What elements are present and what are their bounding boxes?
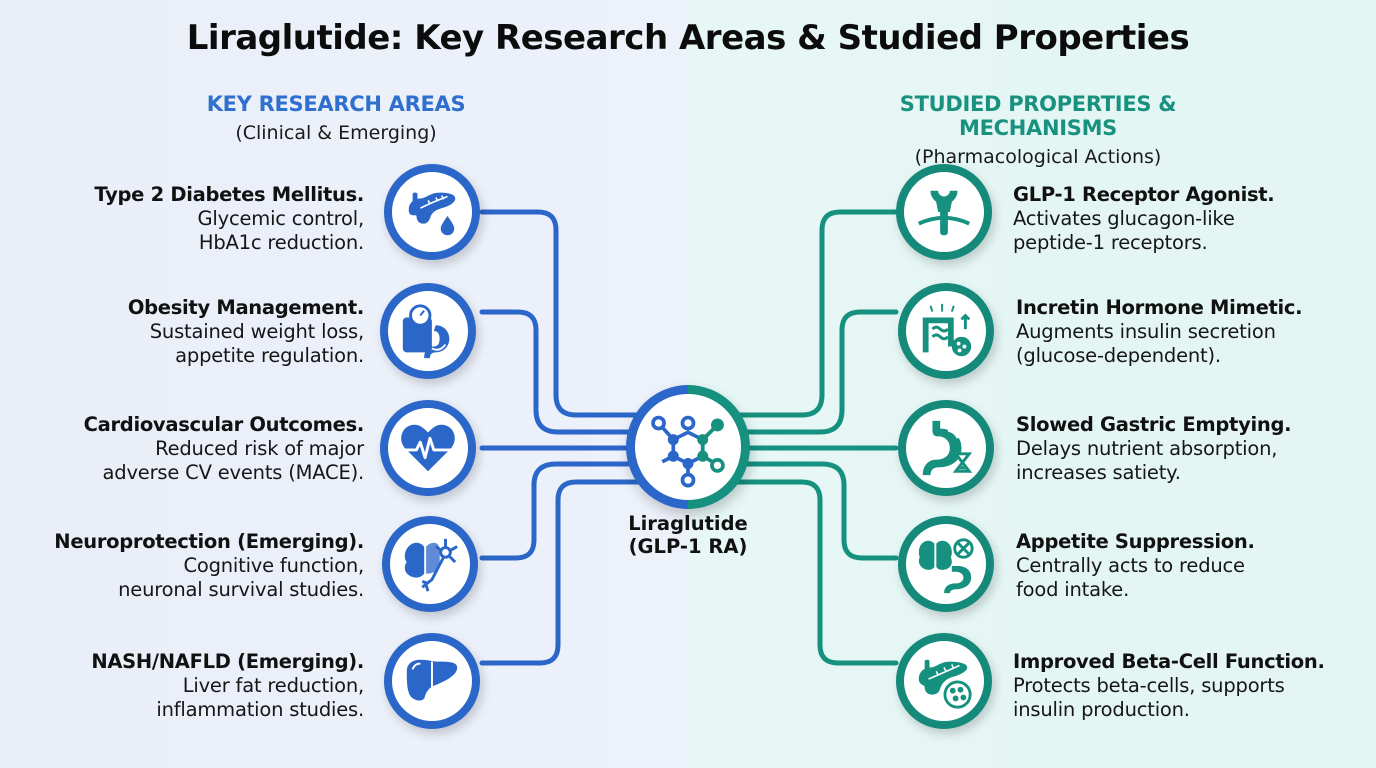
item-desc: insulin production. — [1013, 697, 1190, 721]
intestine-insulin-icon — [898, 283, 994, 379]
item-desc: Cognitive function, — [183, 553, 364, 577]
item-desc: appetite regulation. — [175, 343, 364, 367]
item-desc: Augments insulin secretion — [1016, 319, 1276, 343]
left-section-heading: KEY RESEARCH AREAS — [206, 92, 466, 116]
item-desc: Sustained weight loss, — [149, 319, 364, 343]
receptor-icon — [896, 164, 992, 260]
item-title: Neuroprotection (Emerging). — [54, 530, 364, 553]
item-desc: (glucose-dependent). — [1016, 343, 1221, 367]
heart-pulse-icon — [380, 400, 476, 496]
item-desc: inflammation studies. — [156, 697, 364, 721]
item-desc: Delays nutrient absorption, — [1016, 436, 1278, 460]
item-desc: neuronal survival studies. — [118, 577, 364, 601]
property-item: Slowed Gastric Emptying. Delays nutrient… — [1016, 413, 1356, 484]
item-title: Slowed Gastric Emptying. — [1016, 413, 1292, 436]
item-desc: peptide-1 receptors. — [1013, 230, 1208, 254]
property-item: Appetite Suppression. Centrally acts to … — [1016, 530, 1356, 601]
page-title: Liraglutide: Key Research Areas & Studie… — [186, 18, 1190, 58]
item-title: Cardiovascular Outcomes. — [83, 413, 365, 436]
item-desc: Glycemic control, — [197, 206, 364, 230]
item-desc: Liver fat reduction, — [182, 673, 364, 697]
research-area-item: Neuroprotection (Emerging). Cognitive fu… — [24, 530, 364, 601]
item-title: Appetite Suppression. — [1016, 530, 1255, 553]
item-title: Obesity Management. — [127, 296, 364, 319]
item-desc: Protects beta-cells, supports — [1013, 673, 1285, 697]
center-label-class: (GLP-1 RA) — [628, 535, 748, 559]
connector-left-1 — [479, 209, 643, 418]
property-item: GLP-1 Receptor Agonist. Activates glucag… — [1013, 183, 1353, 254]
connector-right-4 — [739, 461, 899, 561]
pancreas-cells-icon — [896, 633, 992, 729]
brain-stomach-icon — [898, 516, 994, 612]
scale-stomach-icon — [380, 283, 476, 379]
center-label: Liraglutide (GLP-1 RA) — [588, 512, 788, 559]
right-section-header: STUDIED PROPERTIES & MECHANISMS (Pharmac… — [828, 92, 1248, 168]
stomach-hourglass-icon — [898, 400, 994, 496]
pancreas-drop-icon — [384, 164, 480, 260]
item-desc: increases satiety. — [1016, 460, 1181, 484]
research-area-item: Type 2 Diabetes Mellitus. Glycemic contr… — [24, 183, 364, 254]
item-desc: HbA1c reduction. — [198, 230, 364, 254]
item-title: Type 2 Diabetes Mellitus. — [94, 183, 364, 206]
research-area-item: Cardiovascular Outcomes. Reduced risk of… — [24, 413, 365, 484]
item-title: Incretin Hormone Mimetic. — [1016, 296, 1303, 319]
right-section-heading: STUDIED PROPERTIES & MECHANISMS — [899, 92, 1177, 140]
item-title: NASH/NAFLD (Emerging). — [91, 650, 364, 673]
property-item: Incretin Hormone Mimetic. Augments insul… — [1016, 296, 1356, 367]
item-desc: adverse CV events (MACE). — [102, 460, 365, 484]
item-desc: food intake. — [1016, 577, 1130, 601]
molecule-icon — [626, 385, 750, 509]
right-section-subheading: (Pharmacological Actions) — [914, 146, 1162, 168]
brain-neuron-icon — [382, 516, 478, 612]
liver-icon — [384, 633, 480, 729]
connector-right-5 — [733, 479, 899, 666]
center-label-name: Liraglutide — [628, 512, 748, 535]
item-desc: Centrally acts to reduce — [1016, 553, 1245, 577]
connector-left-4 — [479, 461, 639, 561]
left-section-header: KEY RESEARCH AREAS (Clinical & Emerging) — [126, 92, 546, 144]
connector-left-5 — [479, 479, 645, 666]
connector-right-2 — [739, 309, 899, 435]
item-desc: Activates glucagon-like — [1013, 206, 1235, 230]
connector-left-2 — [479, 309, 639, 435]
connector-right-1 — [735, 209, 899, 418]
item-desc: Reduced risk of major — [155, 436, 364, 460]
item-title: GLP-1 Receptor Agonist. — [1013, 183, 1275, 206]
research-area-item: NASH/NAFLD (Emerging). Liver fat reducti… — [24, 650, 364, 721]
item-title: Improved Beta-Cell Function. — [1013, 650, 1325, 673]
property-item: Improved Beta-Cell Function. Protects be… — [1013, 650, 1353, 721]
left-section-subheading: (Clinical & Emerging) — [235, 122, 437, 144]
research-area-item: Obesity Management. Sustained weight los… — [24, 296, 364, 367]
